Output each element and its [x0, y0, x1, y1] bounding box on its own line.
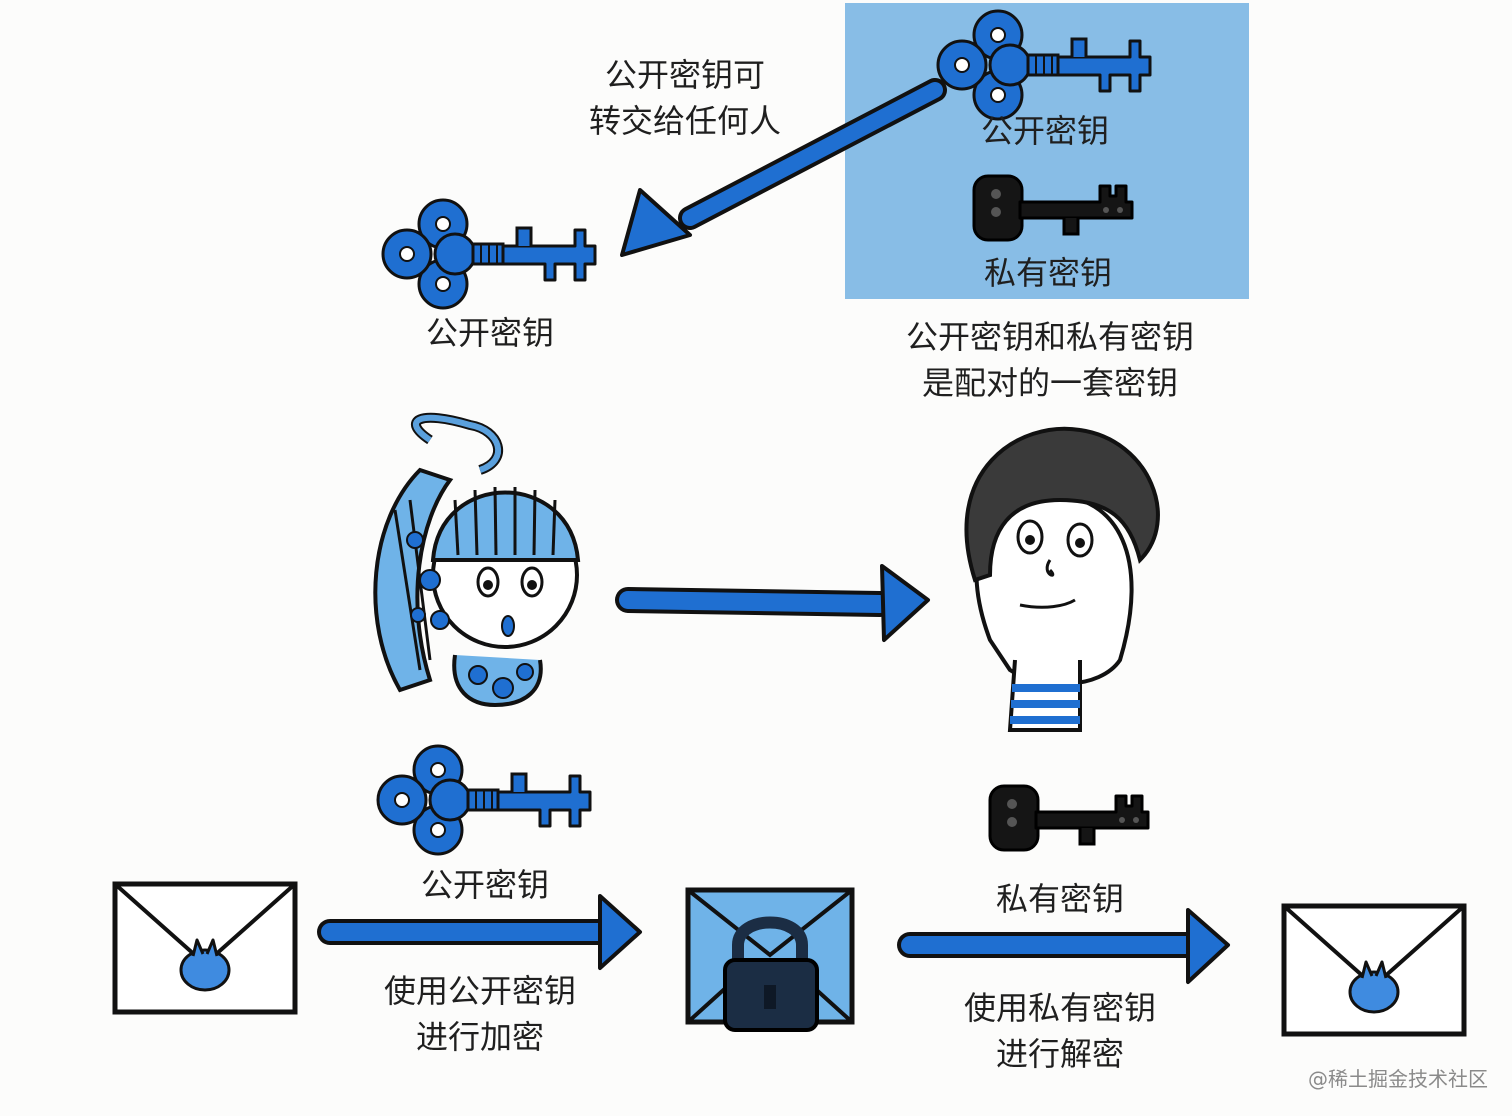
key-pair-note-line1: 公开密钥和私有密钥 — [905, 318, 1194, 356]
watermark: @稀土掘金技术社区 — [1308, 1067, 1488, 1091]
public-key-icon — [376, 744, 592, 856]
encrypt-step-line1: 使用公开密钥 — [383, 972, 576, 1010]
decrypt-step-line2: 进行解密 — [995, 1035, 1124, 1073]
public-key-icon — [381, 198, 597, 310]
decrypt-key-label: 私有密钥 — [995, 880, 1124, 918]
panel-private-key-label: 私有密钥 — [983, 254, 1112, 292]
envelope-icon — [115, 884, 295, 1012]
decrypt-arrow-icon — [897, 908, 1230, 984]
key-pair-panel — [845, 3, 1249, 299]
give-public-key-line1: 公开密钥可 — [604, 56, 765, 94]
encrypt-step-note: 使用公开密钥 进行加密 — [360, 968, 600, 1060]
key-pair-note-line2: 是配对的一套密钥 — [921, 364, 1178, 402]
panel-public-key-label: 公开密钥 — [980, 112, 1109, 150]
give-public-key-note: 公开密钥可 转交给任何人 — [580, 52, 790, 144]
key-pair-note: 公开密钥和私有密钥 是配对的一套密钥 — [880, 314, 1220, 406]
private-key-icon — [988, 784, 1150, 852]
envelope-icon — [1284, 906, 1464, 1034]
give-public-key-line2: 转交给任何人 — [588, 102, 781, 140]
decrypt-step-note: 使用私有密钥 进行解密 — [940, 985, 1180, 1077]
give-key-arrow-icon — [620, 78, 947, 257]
locked-envelope-icon — [685, 887, 855, 1032]
encrypt-key-label: 公开密钥 — [420, 866, 549, 904]
decrypt-step-line1: 使用私有密钥 — [963, 989, 1156, 1027]
send-arrow-icon — [615, 564, 930, 642]
boy-character — [964, 426, 1160, 732]
girl-character — [373, 412, 581, 708]
encrypt-arrow-icon — [317, 894, 642, 970]
encrypt-step-line2: 进行加密 — [415, 1018, 544, 1056]
received-public-key-label: 公开密钥 — [425, 314, 554, 352]
